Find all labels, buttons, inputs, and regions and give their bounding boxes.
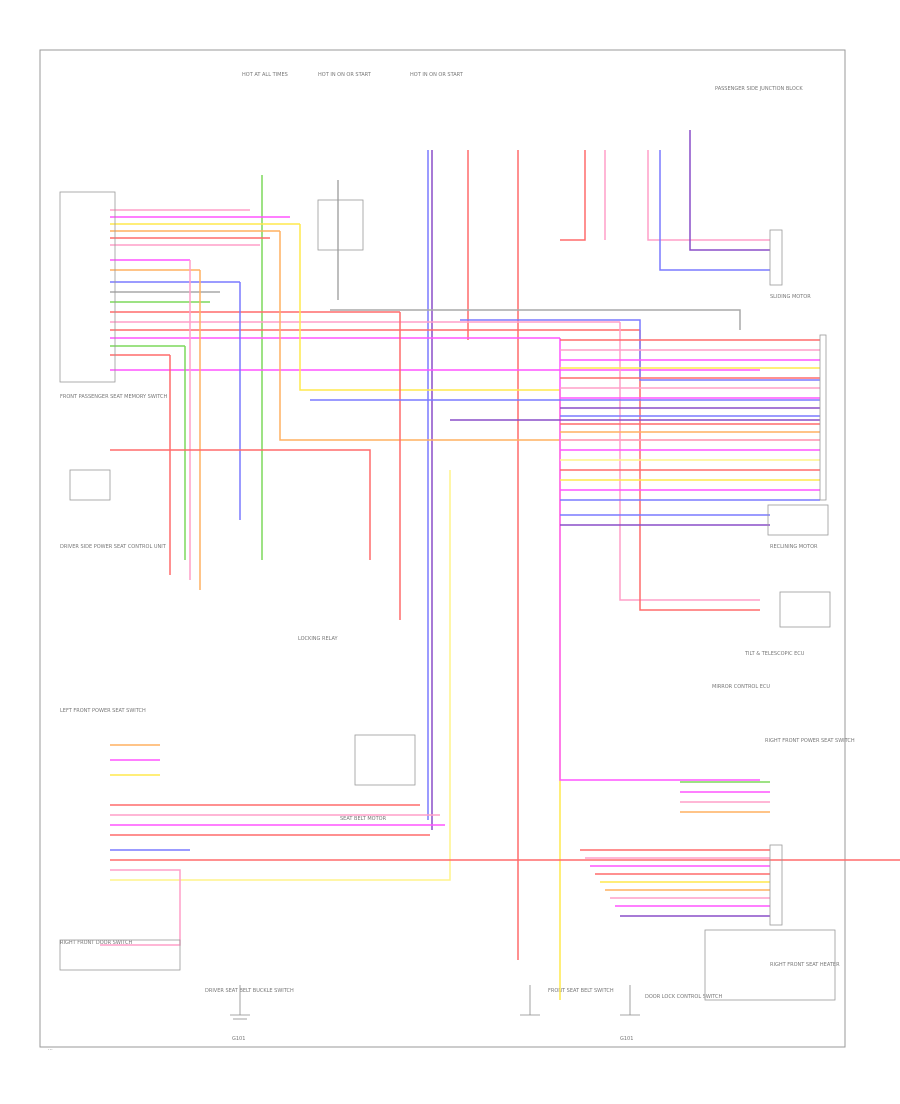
label-top-b: HOT IN ON OR START xyxy=(318,72,372,78)
right-connector-d xyxy=(769,844,783,926)
right-connector-strip xyxy=(819,334,827,501)
wire-blue-11 xyxy=(659,150,770,271)
wire-group xyxy=(100,130,900,1000)
label-top-d: PASSENGER SIDE JUNCTION BLOCK xyxy=(715,86,803,92)
seat-motor-box xyxy=(354,734,416,786)
label-bot-b: FRONT SEAT BELT SWITCH xyxy=(548,988,614,994)
label-right-d: RIGHT FRONT POWER SEAT SWITCH xyxy=(765,738,855,744)
wire-pink-9 xyxy=(647,150,770,241)
wire-yellow-30 xyxy=(299,224,561,1000)
wire-gray-45 xyxy=(330,309,741,330)
label-top-a: HOT AT ALL TIMES xyxy=(242,72,288,78)
wire-lt_yellow-44 xyxy=(110,470,451,881)
label-mid-relay: LOCKING RELAY xyxy=(298,636,339,642)
label-ground-2: G101 xyxy=(620,1036,633,1042)
memory-switch-box xyxy=(69,469,111,501)
right-connector-a xyxy=(769,229,783,286)
right-connector-b xyxy=(767,504,829,536)
top-fuse-box xyxy=(317,199,364,251)
right-heater-box xyxy=(704,929,836,1001)
label-right-c: TILT & TELESCOPIC ECU xyxy=(744,651,805,657)
label-bot-a: DRIVER SEAT BELT BUCKLE SWITCH xyxy=(205,988,294,994)
wire-red-41 xyxy=(110,449,371,560)
wire-pink-38 xyxy=(619,322,760,601)
label-ground-1: G101 xyxy=(232,1036,245,1042)
left-connector-block xyxy=(59,191,116,383)
diagram-frame xyxy=(39,49,846,1048)
label-left-ctrl: DRIVER SIDE POWER SEAT CONTROL UNIT xyxy=(60,544,167,550)
label-right-b: RECLINING MOTOR xyxy=(770,544,818,550)
label-right-a: SLIDING MOTOR xyxy=(770,294,811,300)
label-left-hdr: FRONT PASSENGER SEAT MEMORY SWITCH xyxy=(60,394,168,400)
wire-magenta-40 xyxy=(559,338,760,781)
wire-pink-86 xyxy=(100,869,181,946)
diagram-footer: ... xyxy=(48,1046,53,1052)
right-connector-e xyxy=(779,591,831,628)
label-bot-c: DOOR LOCK CONTROL SWITCH xyxy=(645,994,723,1000)
component-group xyxy=(59,191,836,1020)
wire-red-7 xyxy=(560,150,586,241)
label-right-f: RIGHT FRONT SEAT HEATER xyxy=(770,962,840,968)
label-right-e: MIRROR CONTROL ECU xyxy=(712,684,770,690)
label-left-sw: LEFT FRONT POWER SEAT SWITCH xyxy=(60,708,146,714)
left-bottom-switch-box xyxy=(59,939,181,971)
label-mid-motor: SEAT BELT MOTOR xyxy=(340,816,387,822)
label-left-btm: RIGHT FRONT DOOR SWITCH xyxy=(60,940,133,946)
label-top-c: HOT IN ON OR START xyxy=(410,72,464,78)
wire-purple-10 xyxy=(689,130,770,251)
